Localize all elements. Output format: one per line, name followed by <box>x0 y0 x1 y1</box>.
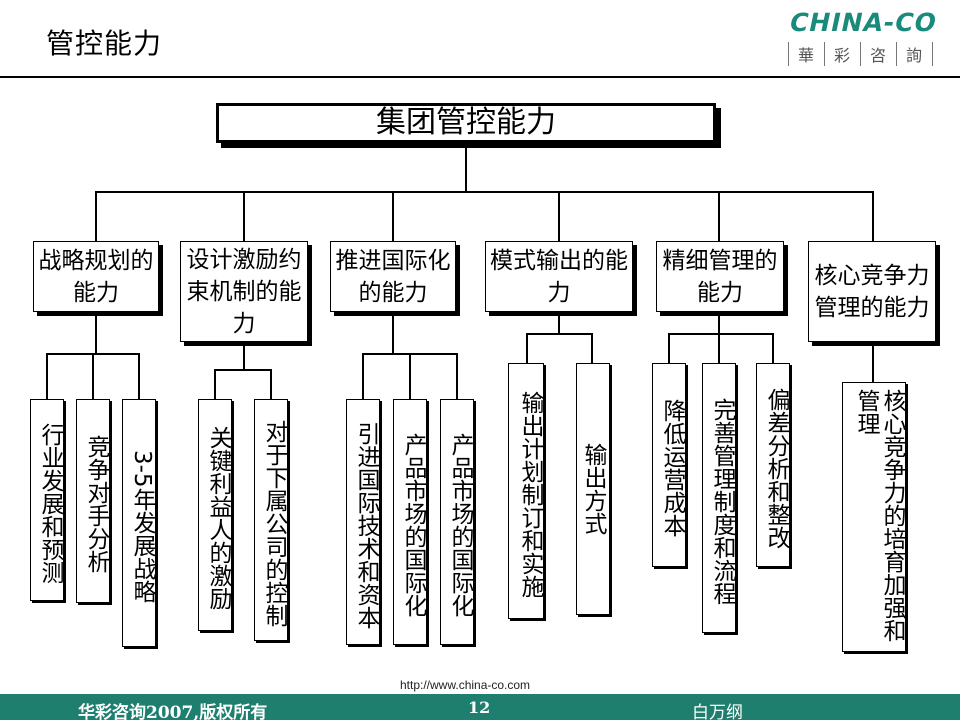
leaf-reduce-costs: 降低运营成本 <box>652 363 686 567</box>
logo-char: 華 <box>788 42 824 66</box>
leaf-industry-forecast: 行业发展和预测 <box>30 399 64 601</box>
leaf-market-internationalization-2: 产品市场的国际化 <box>440 399 474 645</box>
footer-bar <box>0 694 960 720</box>
logo-subtitle: 華彩咨詢 <box>788 42 934 66</box>
logo-char: 彩 <box>824 42 860 66</box>
leaf-introduce-tech-capital: 引进国际技术和资本 <box>346 399 380 645</box>
footer-url: http://www.china-co.com <box>400 678 531 692</box>
root-node: 集团管控能力 <box>216 103 716 143</box>
leaf-subsidiary-control: 对于下属公司的控制 <box>254 399 288 641</box>
branch-internationalization: 推进国际化的能力 <box>330 241 456 312</box>
header-divider <box>0 76 960 78</box>
leaf-competitor-analysis: 竞争对手分析 <box>76 399 110 603</box>
footer-copyright: 华彩咨询2007,版权所有 <box>78 703 268 723</box>
leaf-core-competence-cultivation: 核心竞争力的培育加强和管理 <box>842 382 906 652</box>
logo-char: 咨 <box>860 42 896 66</box>
leaf-deviation-analysis: 偏差分析和整改 <box>756 363 790 567</box>
branch-incentive-mechanism: 设计激励约束机制的能力 <box>180 241 308 342</box>
branch-strategy-planning: 战略规划的能力 <box>33 241 159 312</box>
leaf-market-internationalization-1: 产品市场的国际化 <box>393 399 427 645</box>
branch-core-competence: 核心竞争力管理的能力 <box>808 241 936 342</box>
leaf-output-plan: 输出计划制订和实施 <box>508 363 544 619</box>
logo-char: 詢 <box>896 42 934 66</box>
footer-author: 白万纲 <box>692 703 743 723</box>
branch-model-output: 模式输出的能力 <box>485 241 633 312</box>
leaf-stakeholder-incentive: 关键利益人的激励 <box>198 399 232 631</box>
branch-fine-management: 精细管理的能力 <box>656 241 784 312</box>
leaf-output-method: 输出方式 <box>576 363 610 615</box>
logo-mark: CHINA-CO <box>786 8 940 37</box>
leaf-3-5-year-strategy: 3-5年发展战略 <box>122 399 156 647</box>
company-logo: CHINA-CO 華彩咨詢 <box>786 8 946 68</box>
page-title: 管控能力 <box>46 27 163 60</box>
page-number: 12 <box>468 698 491 717</box>
leaf-improve-system: 完善管理制度和流程 <box>702 363 736 633</box>
